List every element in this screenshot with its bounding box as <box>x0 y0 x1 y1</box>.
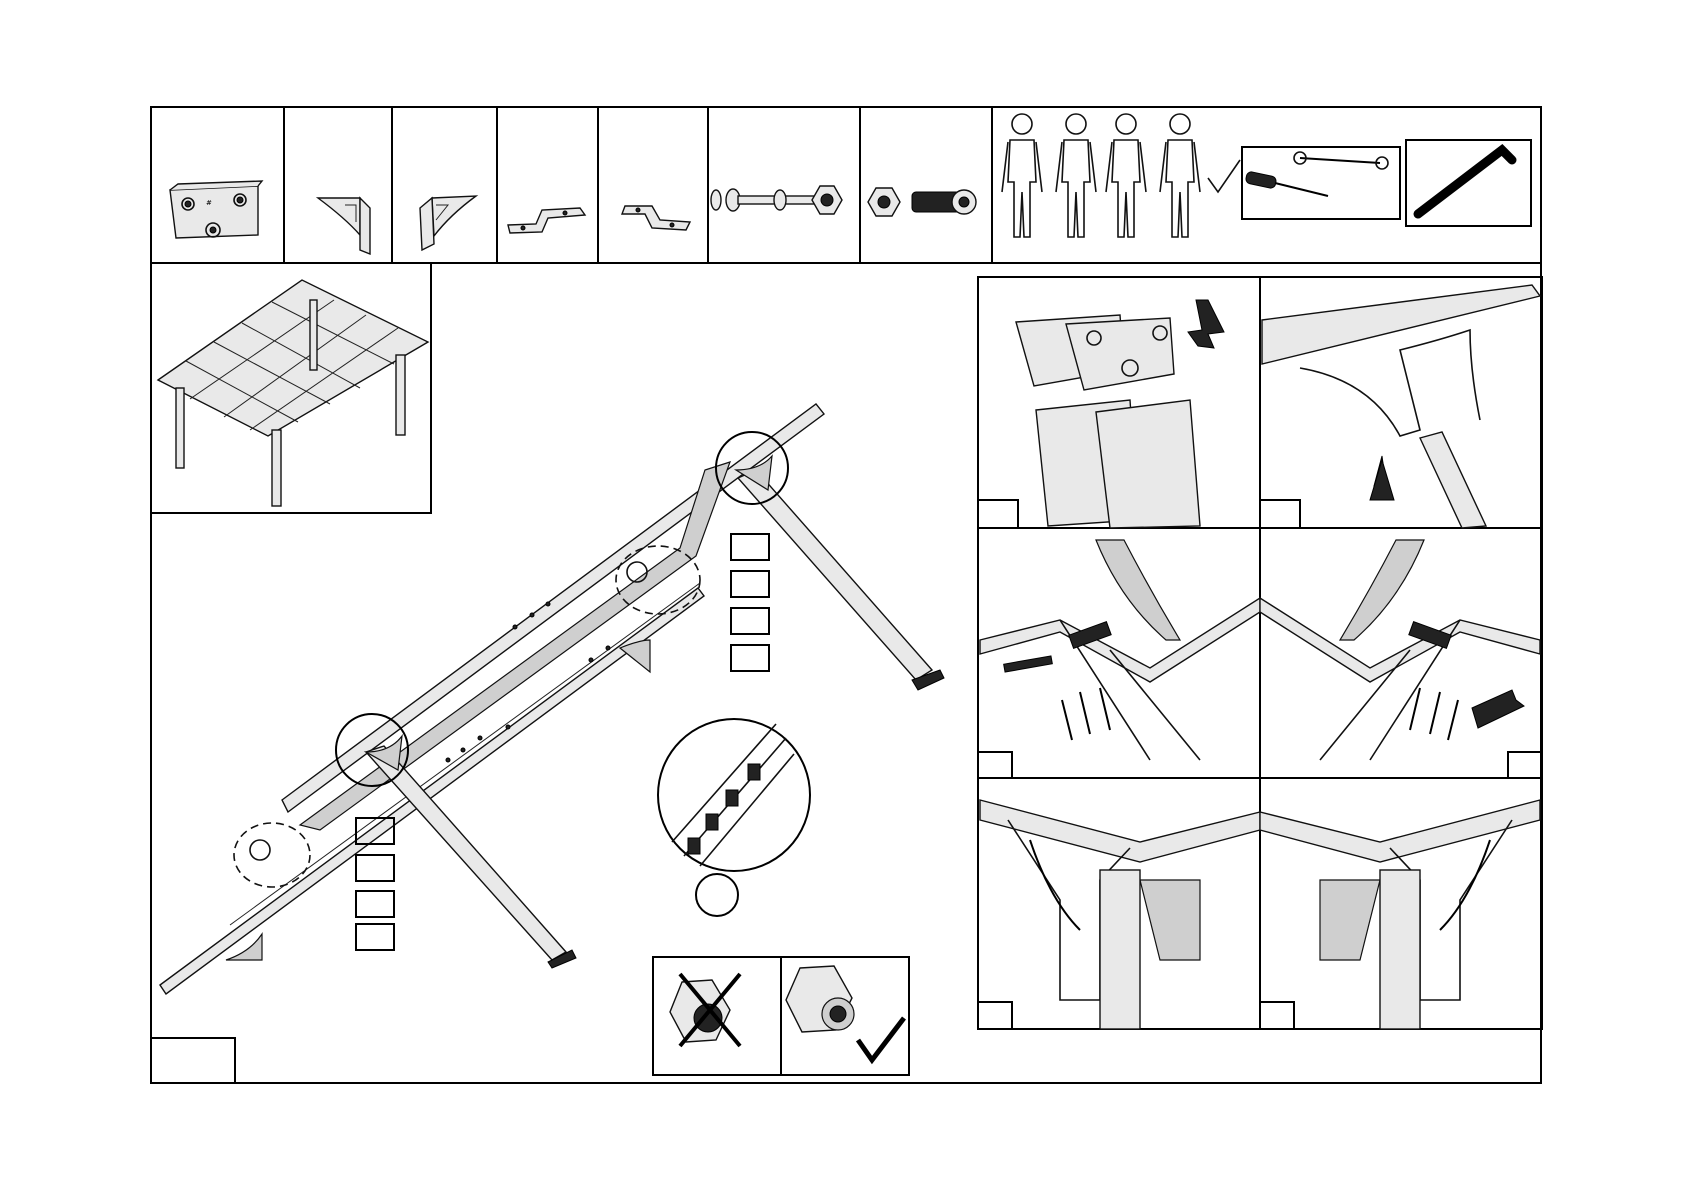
header-cell-dividers <box>284 107 992 263</box>
callout-marker-left <box>250 840 270 860</box>
nut-wrong-icon <box>670 974 740 1046</box>
magnified-detail-illustration <box>658 719 810 916</box>
hex-key-icon <box>1418 150 1512 214</box>
detail-corner-bolts-right <box>1260 540 1540 760</box>
z-bracket-a-icon <box>508 208 585 233</box>
checkmark-icon <box>1208 160 1240 192</box>
svg-text:#: # <box>206 199 212 207</box>
corner-bracket-left-icon <box>318 198 370 254</box>
checkbox-group-right <box>731 534 769 671</box>
nut-and-screw-icon <box>868 188 976 216</box>
screwdriver-wrench-icon <box>1245 152 1388 196</box>
detail-finished-joint-right <box>1260 800 1540 1029</box>
checkbox <box>731 571 769 597</box>
checkbox <box>356 855 394 881</box>
detail-finished-joint-left <box>980 800 1260 1029</box>
checkbox <box>356 924 394 950</box>
nut-correct-icon <box>786 966 904 1060</box>
connector-plate-icon: # <box>170 181 262 238</box>
z-bracket-b-icon <box>622 206 690 230</box>
step-number-box <box>151 1038 235 1083</box>
detail-corner-bolts-left <box>980 540 1260 760</box>
checkbox <box>731 608 769 634</box>
detail-beam-post <box>1262 285 1540 528</box>
checkbox <box>356 891 394 917</box>
corner-bracket-right-icon <box>420 196 476 250</box>
bolt-washer-nut-set-icon <box>711 186 842 214</box>
checkbox <box>731 645 769 671</box>
detail-plate-insert <box>1016 300 1224 528</box>
carport-overview-illustration <box>158 280 428 506</box>
assemblers-icon <box>1002 114 1200 237</box>
dashed-detail-left <box>234 823 310 887</box>
detail-grid <box>978 277 1542 1029</box>
checkbox <box>731 534 769 560</box>
